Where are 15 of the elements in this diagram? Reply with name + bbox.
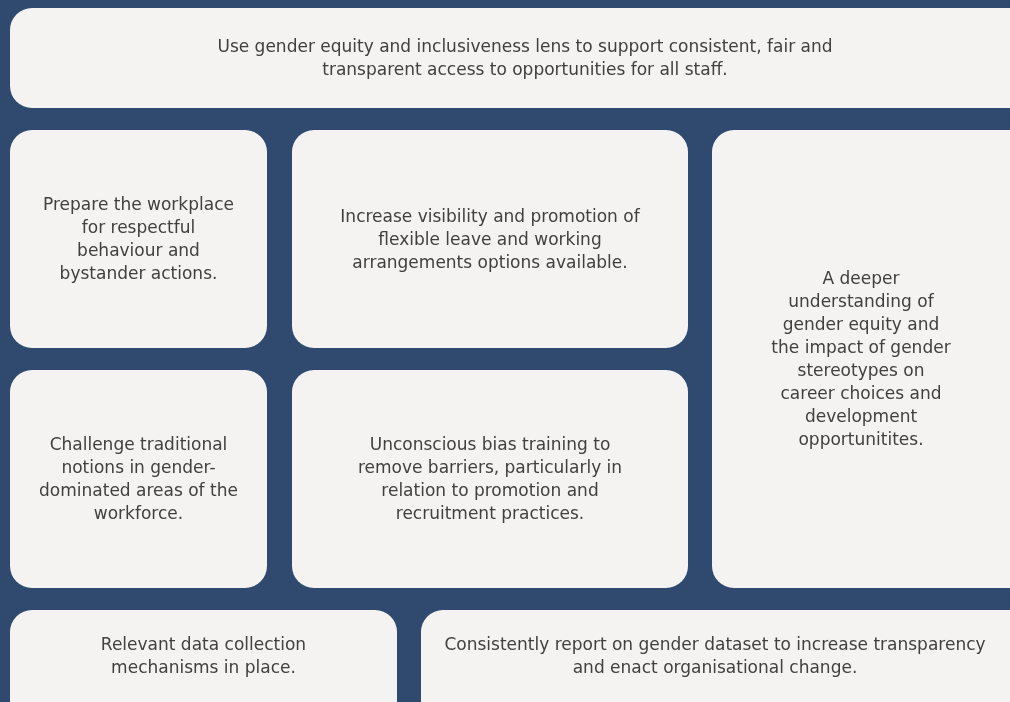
text-card (292, 130, 688, 348)
text-card (10, 130, 267, 348)
card-text: Challenge traditional notions in gender-dominated areas of the workforce. (38, 433, 239, 525)
text-card (10, 610, 397, 702)
text-card (292, 370, 688, 588)
card-text: Prepare the workplace for respectful behaviour and bystander actions. (42, 193, 235, 285)
text-card (712, 130, 1010, 588)
card-text: A deeper understanding of gender equity and the impact of gender stereotypes on career choices and development opportunitites. (771, 267, 951, 451)
card-text: Relevant data collection mechanisms in place. (99, 633, 308, 679)
card-text: Consistently report on gender dataset to increase transparency and enact organisational change. (443, 633, 987, 679)
card-text: Increase visibility and promotion of flexible leave and working arrangements options available. (339, 204, 641, 274)
card-text: Unconscious bias training to remove barriers, particularly in relation to promotion and recruitment practices. (356, 433, 624, 525)
text-card (10, 370, 267, 588)
card-text: Use gender equity and inclusiveness lens to support consistent, fair and transparent access to opportunities for all staff. (216, 35, 834, 81)
text-card (10, 8, 1010, 108)
